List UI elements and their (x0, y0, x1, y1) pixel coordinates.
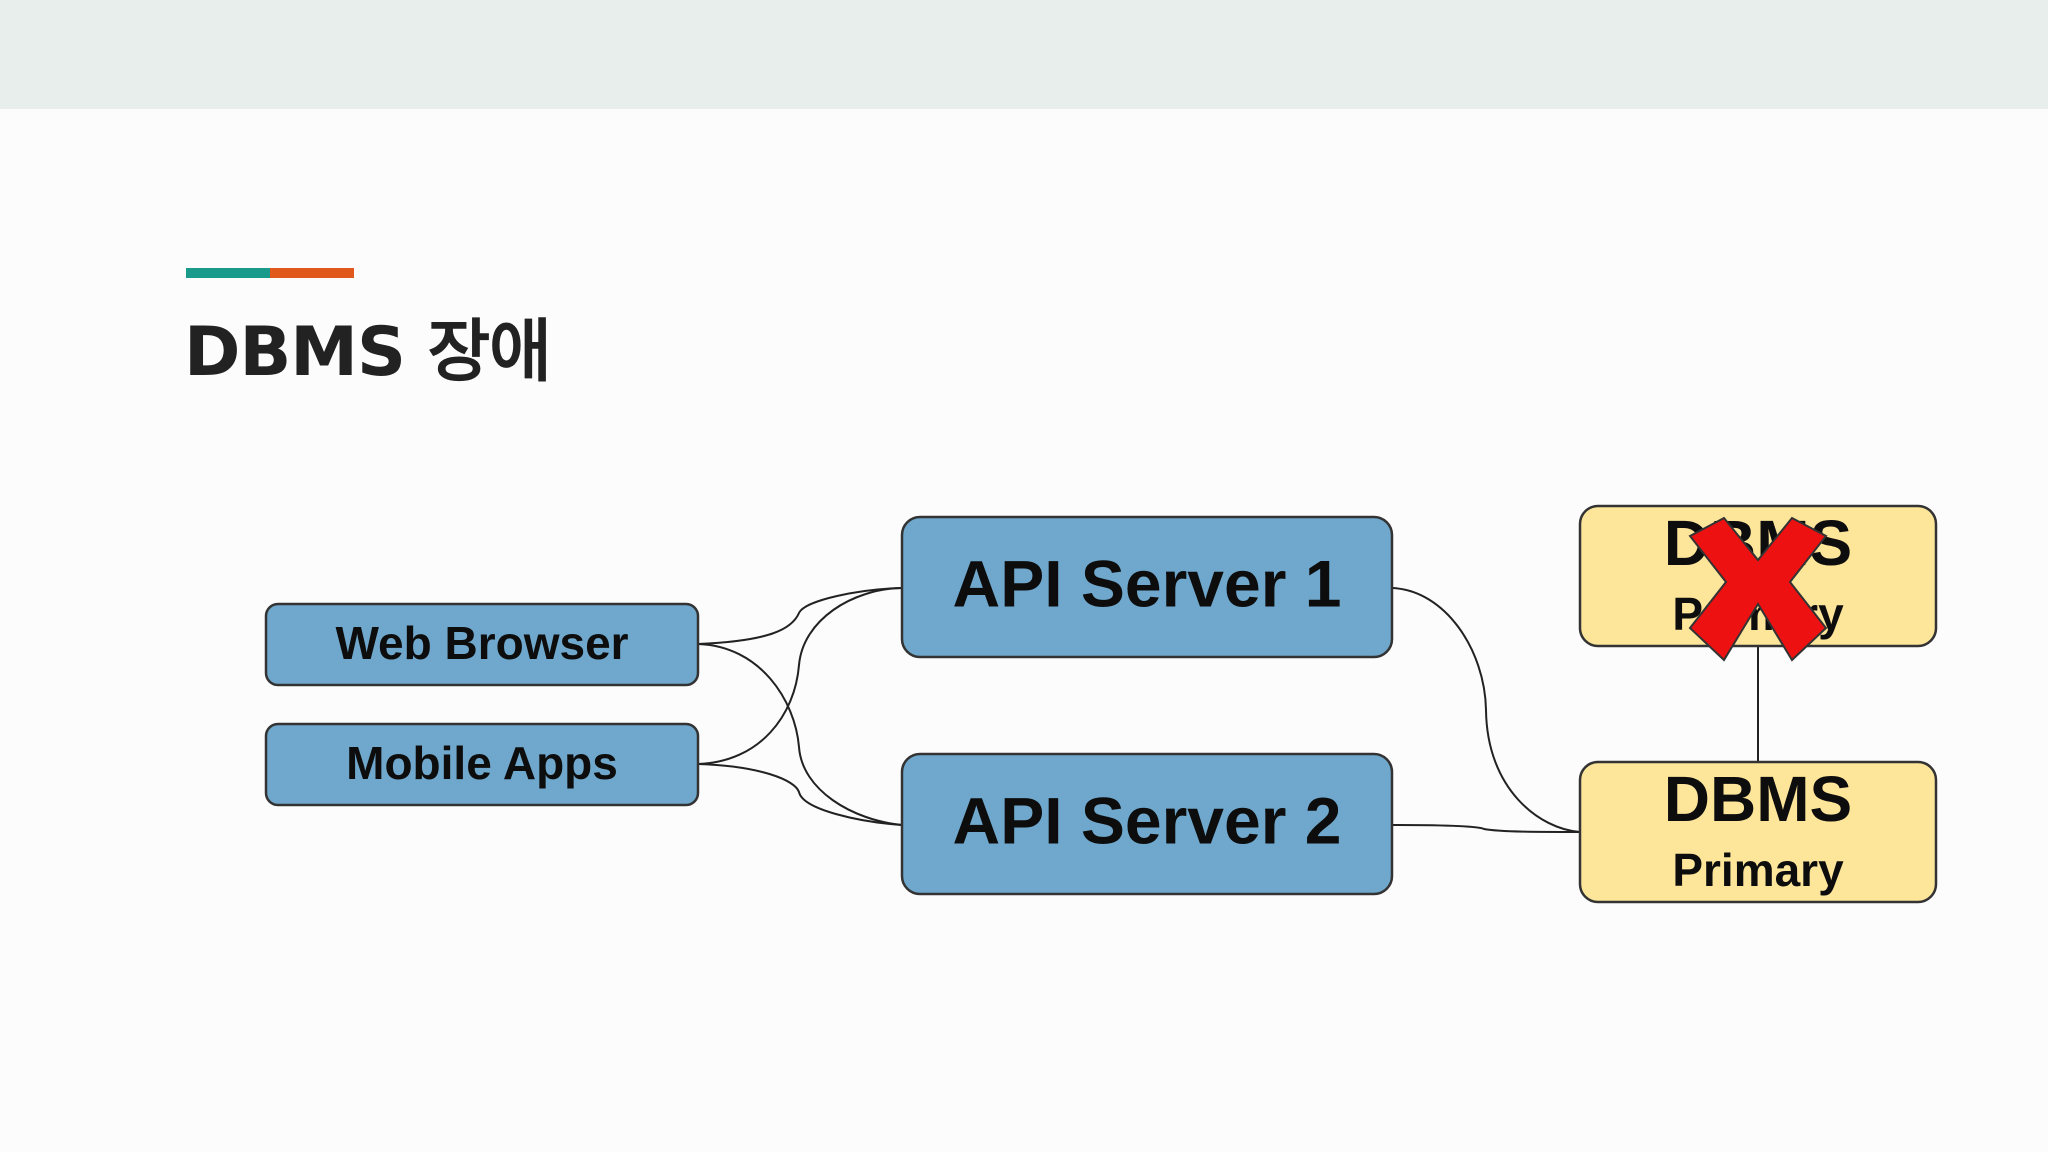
node-mobile-apps: Mobile Apps (264, 722, 700, 807)
node-api-server-1-label: API Server 1 (953, 546, 1342, 620)
node-web-browser: Web Browser (264, 602, 700, 687)
node-dbms-primary-subtitle: Primary (1672, 844, 1844, 896)
node-api-server-2-label: API Server 2 (953, 783, 1342, 857)
edge-mobile-to-api2 (697, 763, 903, 826)
node-mobile-apps-label: Mobile Apps (346, 737, 618, 789)
edge-web-to-api1 (697, 587, 903, 645)
node-dbms-primary-title: DBMS (1664, 763, 1852, 835)
node-web-browser-label: Web Browser (335, 617, 628, 669)
header-band (0, 0, 2048, 109)
edge-api2-to-dbms (1391, 824, 1581, 833)
node-api-server-2: API Server 2 (900, 752, 1394, 896)
slide-title: DBMS 장애 (184, 313, 552, 392)
title-accent-orange (270, 268, 354, 278)
node-dbms-failed: DBMS Primary (1578, 504, 1938, 662)
red-x-icon (1688, 516, 1828, 662)
edge-api1-to-dbms (1391, 587, 1581, 833)
title-accent-teal (186, 268, 270, 278)
node-api-server-1: API Server 1 (900, 515, 1394, 659)
node-dbms-primary: DBMS Primary (1578, 760, 1938, 904)
edge-web-to-api2 (697, 643, 903, 826)
connectors (697, 587, 1759, 833)
edge-mobile-to-api1 (697, 587, 903, 765)
